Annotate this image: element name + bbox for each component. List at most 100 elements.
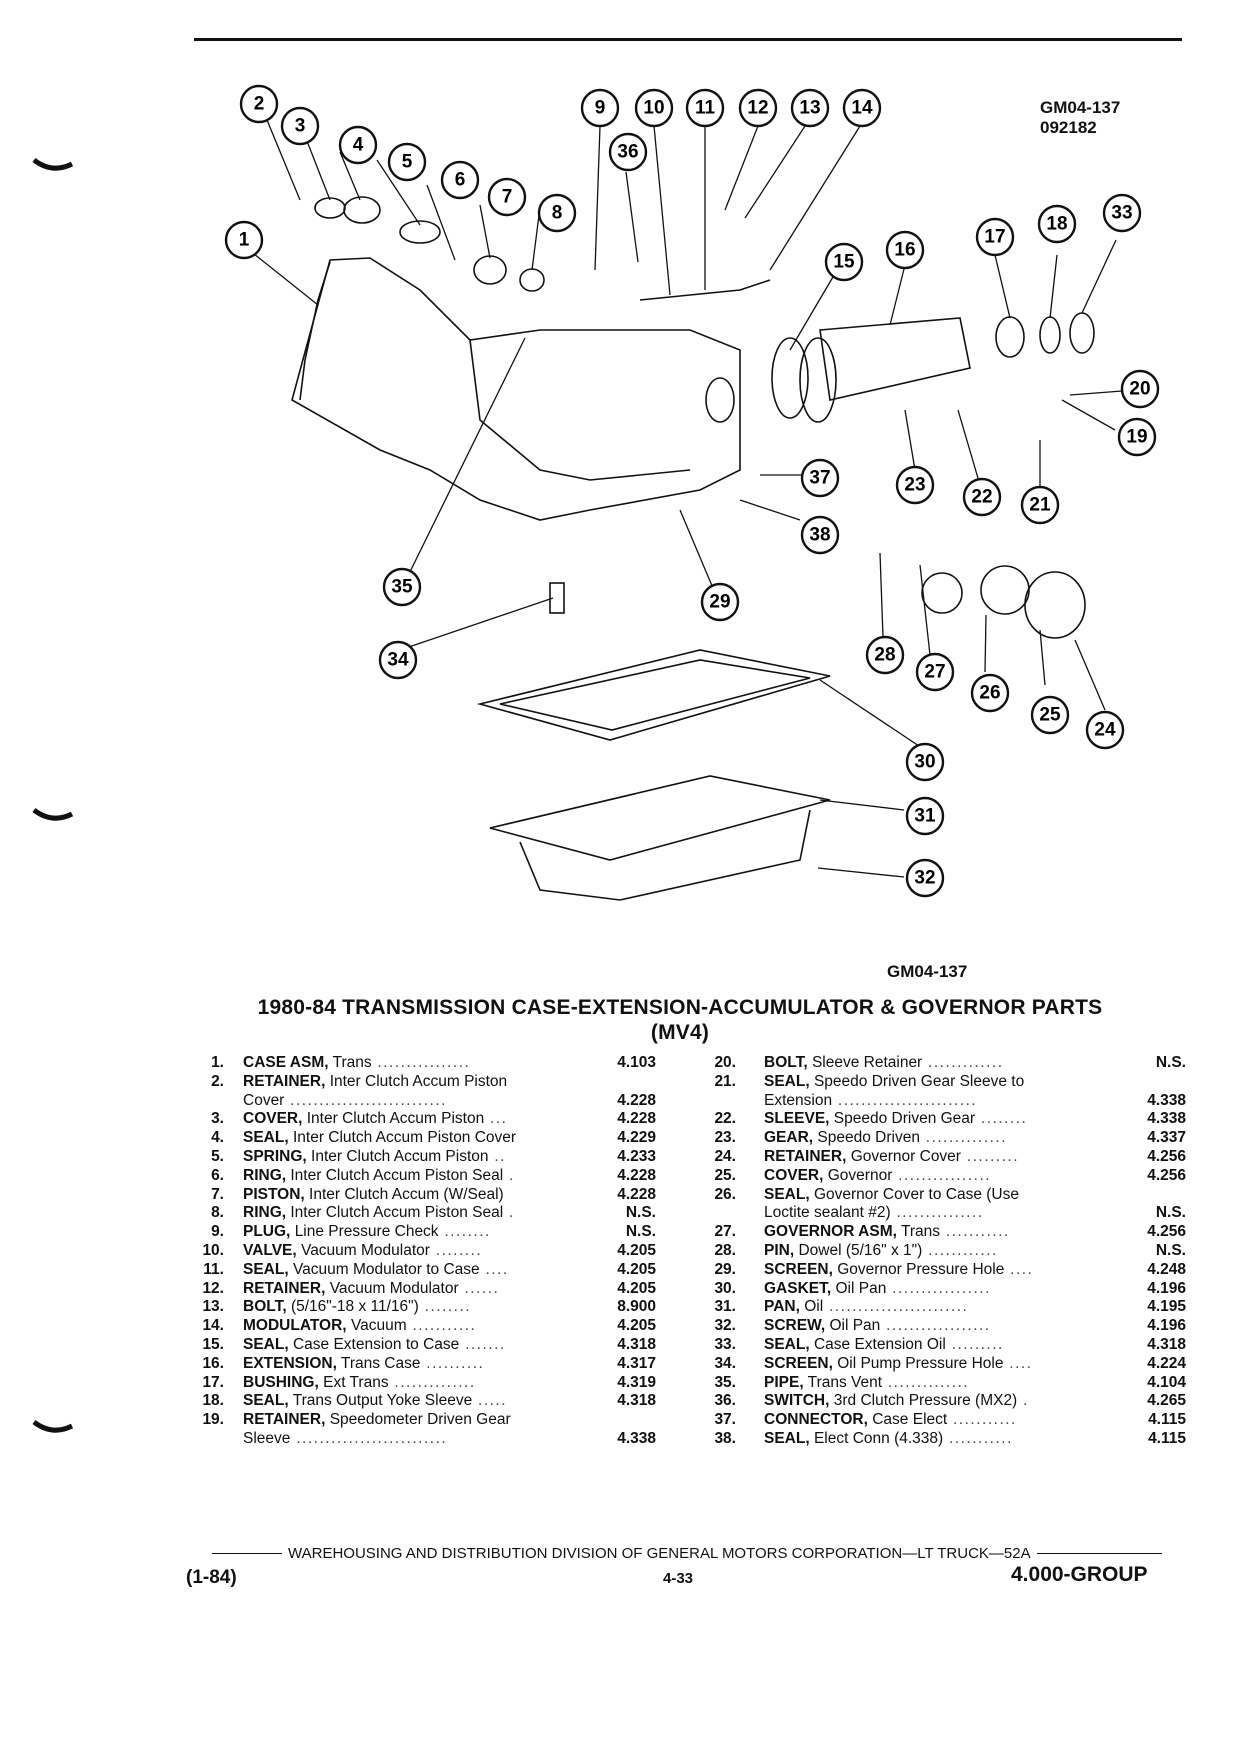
callout-29: 29	[700, 582, 740, 622]
part-number: 10.	[202, 1241, 224, 1259]
part-detail: Trans	[900, 1223, 940, 1241]
dot-leader: ...............	[890, 1204, 984, 1222]
part-number: 6.	[211, 1166, 224, 1184]
part-description: SEAL, Trans Output Yoke Sleeve .....	[243, 1392, 507, 1411]
part-description: COVER, Governor ................	[764, 1167, 991, 1186]
svg-text:33: 33	[1111, 203, 1132, 224]
dot-leader: .........	[945, 1335, 1004, 1353]
part-description: RING, Inter Clutch Accum Piston Seal .	[243, 1204, 515, 1223]
section-title-line-1: 1980-84 TRANSMISSION CASE-EXTENSION-ACCU…	[257, 996, 1103, 1019]
svg-text:5: 5	[402, 152, 413, 173]
part-detail: Inter Clutch Accum (W/Seal)	[309, 1185, 504, 1203]
callout-30: 30	[905, 742, 945, 782]
callout-12: 12	[738, 88, 778, 128]
part-number: 26.	[714, 1185, 736, 1203]
part-description: CASE ASM, Trans ................	[243, 1054, 470, 1073]
part-number: 3.	[211, 1110, 224, 1128]
svg-text:27: 27	[924, 662, 945, 683]
footer-group: 4.000-GROUP	[1011, 1563, 1148, 1586]
part-description: Loctite sealant #2) ...............	[764, 1204, 984, 1223]
part-detail: (5/16"-18 x 11/16")	[290, 1298, 419, 1316]
part-name: RETAINER,	[243, 1411, 326, 1429]
part-number: 17.	[202, 1373, 224, 1391]
part-number: 12.	[202, 1279, 224, 1297]
dot-leader: ........	[429, 1241, 483, 1259]
part-description: Extension ........................	[764, 1092, 977, 1111]
svg-text:20: 20	[1129, 379, 1150, 400]
part-number: 14.	[202, 1317, 224, 1335]
part-group-ref: 8.900	[617, 1298, 656, 1316]
part-description: GOVERNOR ASM, Trans ...........	[764, 1223, 1010, 1242]
part-row: 17.BUSHING, Ext Trans ..............4.31…	[186, 1374, 666, 1393]
part-description: SEAL, Governor Cover to Case (Use	[764, 1186, 1019, 1205]
part-group-ref: 4.196	[1147, 1279, 1186, 1297]
part-name: CONNECTOR,	[764, 1411, 868, 1429]
dot-leader: ....	[479, 1260, 509, 1278]
footer-rule-left	[212, 1553, 282, 1554]
part-description: RETAINER, Speedometer Driven Gear	[243, 1411, 511, 1430]
part-row: 20.BOLT, Sleeve Retainer .............N.…	[706, 1054, 1186, 1073]
part-number: 37.	[714, 1411, 736, 1429]
dot-leader: .	[503, 1166, 515, 1184]
part-row: 9.PLUG, Line Pressure Check ........N.S.	[186, 1223, 666, 1242]
part-description: SWITCH, 3rd Clutch Pressure (MX2) .	[764, 1392, 1029, 1411]
dot-leader: ...........	[940, 1223, 1010, 1241]
extension-housing-outline	[819, 317, 971, 401]
dot-leader: .............	[922, 1054, 1004, 1071]
callout-9: 9	[580, 88, 620, 128]
dot-leader: ..........................	[290, 1429, 448, 1447]
part-name: SCREW,	[764, 1317, 826, 1335]
part-row: 1.CASE ASM, Trans ................4.103	[186, 1054, 666, 1073]
part-group-ref: 4.196	[1147, 1317, 1186, 1335]
callout-22: 22	[962, 477, 1002, 517]
part-name: SEAL,	[243, 1129, 289, 1147]
part-detail: Inter Clutch Accum Piston	[311, 1147, 489, 1165]
svg-text:3: 3	[295, 116, 306, 137]
part-detail: Case Extension to Case	[292, 1335, 460, 1353]
part-row: 37.CONNECTOR, Case Elect ...........4.11…	[706, 1411, 1186, 1430]
callout-24: 24	[1085, 710, 1125, 750]
part-name: CASE ASM,	[243, 1054, 329, 1071]
callout-20: 20	[1120, 369, 1160, 409]
part-name: GEAR,	[764, 1129, 814, 1147]
svg-text:36: 36	[617, 142, 638, 163]
part-group-ref: 4.318	[1147, 1335, 1186, 1353]
svg-text:24: 24	[1094, 720, 1116, 741]
footer-division-text: WAREHOUSING AND DISTRIBUTION DIVISION OF…	[288, 1545, 1031, 1562]
svg-text:35: 35	[391, 577, 413, 598]
part-name: RETAINER,	[243, 1279, 326, 1297]
dot-leader: ...........................	[284, 1091, 447, 1109]
part-group-ref: 4.205	[617, 1241, 656, 1259]
callout-32: 32	[905, 858, 945, 898]
part-group-ref: 4.115	[1148, 1429, 1186, 1447]
part-description: SEAL, Speedo Driven Gear Sleeve to	[764, 1073, 1024, 1092]
part-detail: Elect Conn (4.338)	[813, 1429, 944, 1447]
part-name: PIPE,	[764, 1373, 804, 1391]
part-group-ref: 4.256	[1147, 1223, 1186, 1241]
part-detail: Trans Case	[340, 1354, 421, 1372]
svg-text:37: 37	[809, 468, 830, 489]
callout-19: 19	[1117, 417, 1157, 457]
part-name: PAN,	[764, 1298, 800, 1316]
part-name: PIN,	[764, 1241, 795, 1259]
part-detail: Vacuum Modulator	[301, 1241, 430, 1259]
binding-hole-mark-bottom	[32, 1420, 74, 1433]
part-group-ref: 4.317	[617, 1354, 656, 1372]
svg-text:25: 25	[1039, 705, 1061, 726]
part-detail: 3rd Clutch Pressure (MX2)	[833, 1392, 1018, 1410]
dot-leader: ........	[975, 1110, 1028, 1128]
part-number: 20.	[714, 1054, 736, 1071]
part-description: SCREEN, Governor Pressure Hole ....	[764, 1261, 1033, 1280]
callout-23: 23	[895, 465, 935, 505]
dot-leader: .....	[472, 1392, 508, 1410]
dot-leader: .......	[459, 1335, 506, 1353]
callout-36: 36	[608, 132, 648, 172]
part-detail: Speedometer Driven Gear	[329, 1411, 511, 1429]
part-group-ref: 4.228	[617, 1110, 656, 1128]
part-description: SCREEN, Oil Pump Pressure Hole ....	[764, 1355, 1033, 1374]
part-row: 35.PIPE, Trans Vent ..............4.104	[706, 1374, 1186, 1393]
part-number: 19.	[202, 1411, 224, 1429]
part-description: MODULATOR, Vacuum ...........	[243, 1317, 476, 1336]
dot-leader: ...	[484, 1110, 508, 1128]
callout-1: 1	[224, 220, 264, 260]
